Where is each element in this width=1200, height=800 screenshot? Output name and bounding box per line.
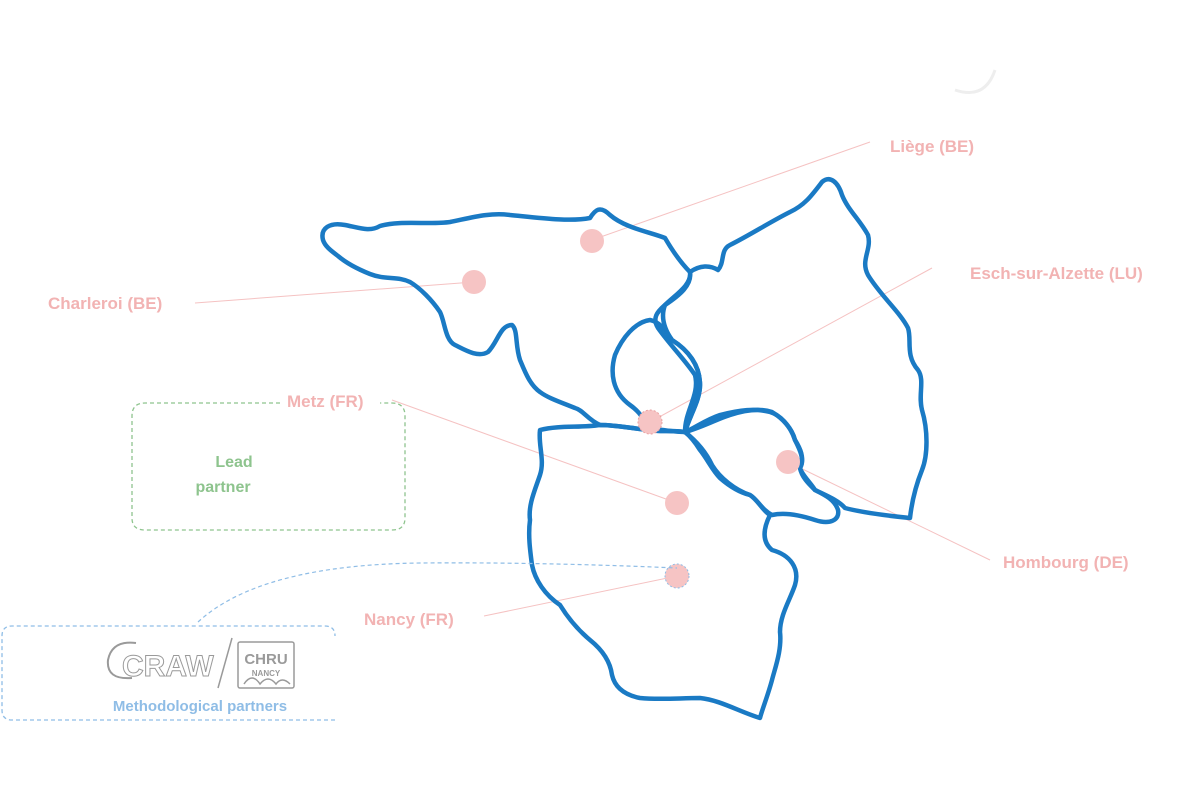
region-germany-border bbox=[660, 177, 929, 521]
chru-logo-emblem bbox=[243, 677, 291, 686]
lead-partner-box: Lead partner bbox=[131, 402, 406, 531]
decorative-arc bbox=[954, 69, 997, 94]
cra-w-c-shape bbox=[106, 641, 137, 680]
city-label-esch: Esch-sur-Alzette (LU) bbox=[970, 264, 1143, 283]
chru-nancy-logo: CHRU NANCY bbox=[237, 641, 295, 689]
methodological-partners-box: CRAW CHRU NANCY Methodological partners bbox=[1, 562, 678, 721]
region-wallonia-border bbox=[320, 207, 699, 435]
region-borders bbox=[320, 177, 929, 721]
leader-line-nancy bbox=[483, 575, 678, 617]
city-label-metz: Metz (FR) bbox=[287, 392, 363, 411]
city-label-charleroi: Charleroi (BE) bbox=[48, 294, 162, 313]
city-labels: Liège (BE) Charleroi (BE) Esch-sur-Alzet… bbox=[48, 137, 1143, 629]
lead-partner-line1: Lead bbox=[215, 454, 252, 471]
cra-w-logo-text: CRAW bbox=[122, 650, 214, 683]
chru-logo-subtext: NANCY bbox=[252, 669, 281, 678]
lead-partner-frame bbox=[131, 402, 406, 531]
leader-line-homburg bbox=[787, 461, 991, 561]
chru-logo-frame bbox=[237, 641, 295, 689]
city-markers bbox=[462, 229, 800, 589]
lead-partner-line2: partner bbox=[195, 479, 250, 496]
leader-line-charleroi bbox=[194, 281, 475, 304]
city-marker-esch bbox=[637, 409, 663, 435]
leader-line-metz bbox=[391, 399, 678, 504]
cra-w-divider bbox=[217, 637, 233, 689]
city-marker-homburg bbox=[776, 450, 800, 474]
city-marker-metz bbox=[665, 491, 689, 515]
city-label-liege: Liège (BE) bbox=[890, 137, 974, 156]
city-label-nancy: Nancy (FR) bbox=[364, 610, 454, 629]
city-marker-nancy bbox=[664, 563, 690, 589]
city-label-homburg: Hombourg (DE) bbox=[1003, 553, 1129, 572]
chru-logo-text: CHRU bbox=[244, 651, 287, 668]
methodological-partners-label: Methodological partners bbox=[113, 698, 287, 715]
cra-w-logo: CRAW bbox=[106, 637, 233, 689]
leader-line-liege bbox=[591, 141, 871, 241]
methodological-connector bbox=[197, 562, 678, 623]
methodological-frame bbox=[1, 625, 336, 721]
city-marker-charleroi bbox=[462, 270, 486, 294]
region-lorraine-border bbox=[526, 422, 799, 721]
city-marker-liege bbox=[580, 229, 604, 253]
